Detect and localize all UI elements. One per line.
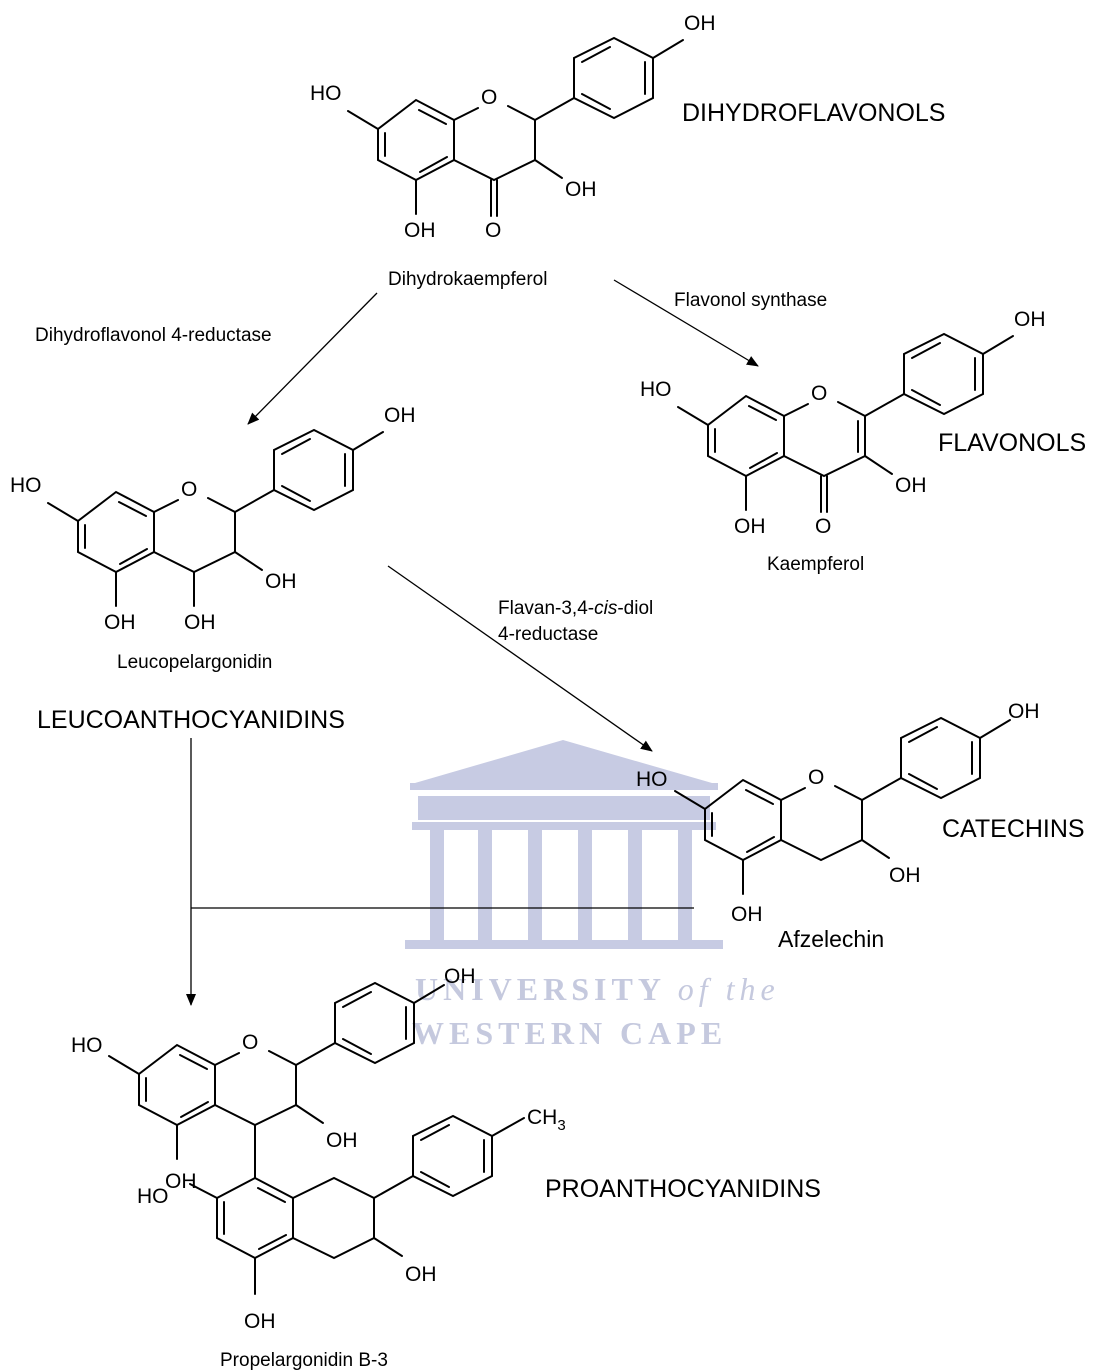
compound-kaempferol: Kaempferol (767, 554, 864, 575)
class-catechins: CATECHINS (942, 815, 1085, 843)
atom-o: O (808, 766, 824, 789)
compound-leucopelargonidin: Leucopelargonidin (117, 652, 272, 673)
compound-propelargonidin-b3: Propelargonidin B-3 (220, 1350, 388, 1371)
atom-oh: OH (184, 611, 216, 634)
atom-oh: OH (404, 219, 436, 242)
leucopelargonidin-structure: O OH HO OH OH OH (10, 404, 416, 634)
atom-oh: OH (734, 515, 766, 538)
atom-o: O (181, 478, 197, 501)
atom-o: O (811, 382, 827, 405)
atom-oh: OH (1008, 700, 1040, 723)
enzyme-lar-label-line2: 4-reductase (498, 624, 598, 645)
fls-arrow (613, 279, 759, 367)
atom-oh: OH (565, 178, 597, 201)
atom-ho: HO (137, 1185, 169, 1208)
atom-oh: OH (731, 903, 763, 926)
atom-oh: OH (165, 1170, 197, 1193)
class-proanthocyanidins: PROANTHOCYANIDINS (545, 1175, 821, 1203)
atom-ch3: CH3 (527, 1106, 566, 1134)
atom-ho: HO (636, 768, 668, 791)
atom-oh: OH (265, 570, 297, 593)
atom-ho: HO (71, 1034, 103, 1057)
atom-ho: HO (310, 82, 342, 105)
enzyme-dfr-label: Dihydroflavonol 4-reductase (35, 325, 272, 346)
atom-ho: HO (10, 474, 42, 497)
atom-oh: OH (326, 1129, 358, 1152)
lar-arrow (387, 565, 653, 752)
atom-oh: OH (405, 1263, 437, 1286)
watermark-line-1: UNIVERSITY of the (415, 971, 780, 1007)
atom-oh: OH (244, 1310, 276, 1333)
atom-oh: OH (889, 864, 921, 887)
atom-o: O (815, 515, 831, 538)
atom-oh: OH (684, 12, 716, 35)
atom-o: O (485, 219, 501, 242)
atom-o: O (242, 1031, 258, 1054)
atom-oh: OH (895, 474, 927, 497)
enzyme-fls-label: Flavonol synthase (674, 290, 827, 311)
atom-oh: OH (1014, 308, 1046, 331)
kaempferol-structure: O OH HO OH OH O (640, 308, 1046, 538)
atom-o: O (481, 86, 497, 109)
atom-oh: OH (104, 611, 136, 634)
watermark-line-2: WESTERN CAPE (412, 1015, 727, 1051)
afzelechin-structure: O OH HO OH OH (636, 700, 1040, 926)
class-dihydroflavonols: DIHYDROFLAVONOLS (682, 99, 945, 127)
university-watermark: UNIVERSITY of the WESTERN CAPE (405, 740, 780, 1051)
atom-oh: OH (444, 965, 476, 988)
atom-ho: HO (640, 378, 672, 401)
class-flavonols: FLAVONOLS (938, 429, 1086, 457)
dfr-arrow (247, 292, 378, 425)
propelargonidin-b3-structure: O OH HO OH OH HO OH OH CH3 (71, 965, 566, 1333)
enzyme-lar-label-line1: Flavan-3,4-cis-diol (498, 598, 653, 619)
dihydrokaempferol-structure: O OH HO OH OH O (310, 12, 716, 242)
atom-oh: OH (384, 404, 416, 427)
compound-afzelechin: Afzelechin (778, 926, 884, 952)
compound-dihydrokaempferol: Dihydrokaempferol (388, 269, 547, 290)
class-leucoanthocyanidins: LEUCOANTHOCYANIDINS (37, 706, 345, 734)
